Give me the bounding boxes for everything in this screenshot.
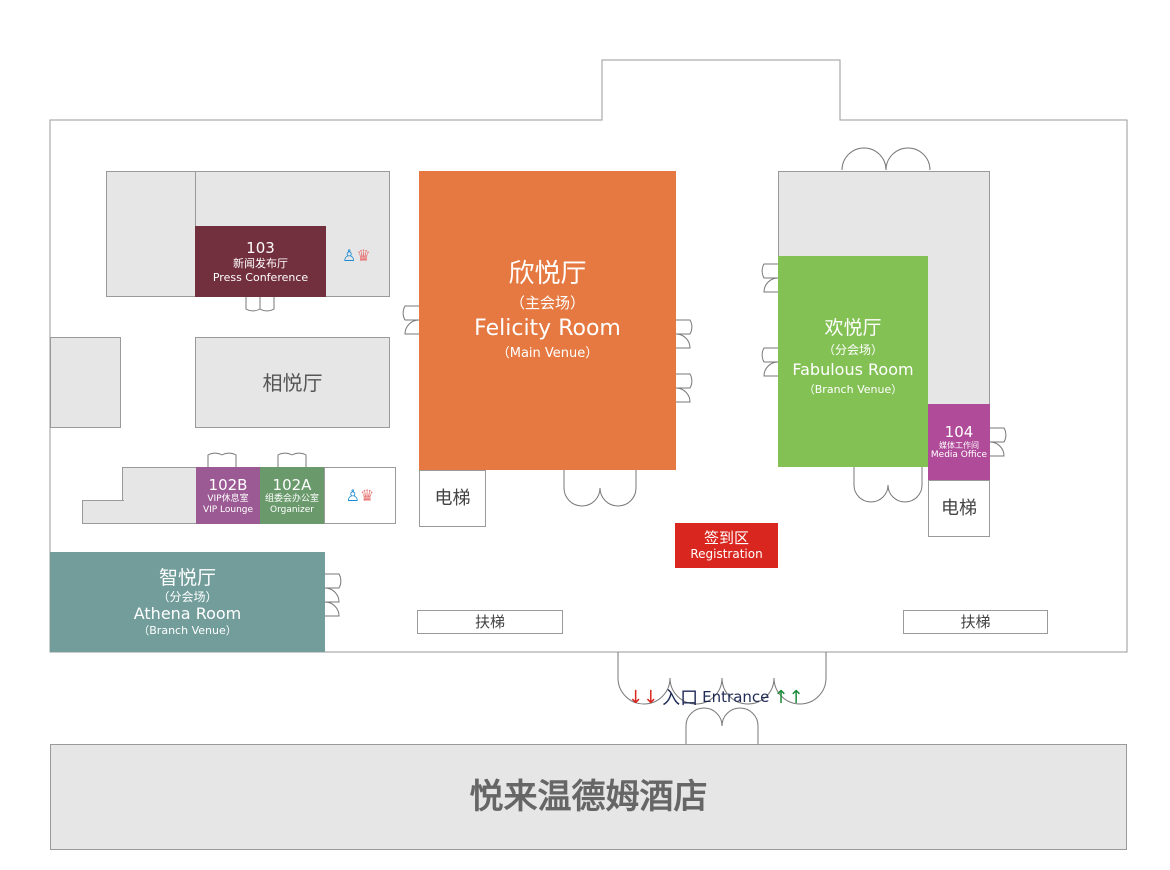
room-number: 102B [208,475,248,494]
room-cn: VIP休息室 [207,493,249,504]
room-sub: （主会场） [509,294,585,313]
room-sub: （分会场） [822,343,883,358]
elevator-right: 电梯 [928,480,990,537]
corridor-step [82,500,124,524]
room-cn: 新闻发布厅 [233,257,288,271]
entrance-en: Entrance [702,688,770,706]
room-cn: 媒体工作间 [939,440,979,450]
side-room [50,337,121,428]
storage-room [106,171,196,297]
room-cn: 相悦厅 [262,370,323,395]
room-en-sub: （Branch Venue） [803,382,903,396]
room-102b[interactable]: 102B VIP休息室 VIP Lounge [196,467,260,524]
room-felicity[interactable]: 欣悦厅 （主会场） Felicity Room （Main Venue） [419,171,676,470]
elevator-left: 电梯 [419,470,486,527]
room-cn: 组委会办公室 [264,493,319,504]
room-en: Press Conference [212,270,309,284]
room-number: 104 [944,422,974,441]
room-cn: 签到区 [703,529,749,548]
escalator-left: 扶梯 [417,610,563,634]
hotel-building: 悦来温德姆酒店 [50,744,1127,850]
escalator-right: 扶梯 [903,610,1048,634]
escalator-label: 扶梯 [474,613,505,631]
room-sub: （分会场） [157,590,218,605]
room-103[interactable]: 103 新闻发布厅 Press Conference [195,226,326,297]
room-cn: 欣悦厅 [508,258,587,289]
arrow-down-icon: ↓↓ [628,686,659,708]
room-en-sub: （Main Venue） [496,346,599,362]
entrance-cn: 入口 [662,688,699,709]
escalator-label: 扶梯 [960,613,991,631]
room-en-sub: （Branch Venue） [138,623,237,637]
room-en: VIP Lounge [202,504,254,515]
entrance[interactable]: ↓↓ 入口 Entrance ↑↑ [628,683,828,711]
room-cn: 欢悦厅 [824,317,882,340]
registration-area[interactable]: 签到区 Registration [675,523,778,568]
hotel-name: 悦来温德姆酒店 [469,776,708,817]
room-en: Athena Room [133,604,242,624]
room-number: 102A [272,475,312,494]
room-fabulous[interactable]: 欢悦厅 （分会场） Fabulous Room （Branch Venue） [778,256,928,467]
restroom-icon: ♙♛ [324,467,396,524]
door-icons [207,147,1007,744]
room-104[interactable]: 104 媒体工作间 Media Office [928,404,990,480]
room-en: Registration [690,547,763,562]
room-en: Media Office [930,450,988,461]
room-cn: 智悦厅 [158,567,216,590]
room-102a[interactable]: 102A 组委会办公室 Organizer [260,467,324,524]
room-en: Felicity Room [474,316,621,342]
elevator-label: 电梯 [434,487,471,509]
room-en: Fabulous Room [792,360,914,380]
room-number: 103 [246,239,275,258]
arrow-up-icon: ↑↑ [773,686,804,708]
room-athena[interactable]: 智悦厅 （分会场） Athena Room （Branch Venue） [50,552,325,652]
corridor-block [122,467,202,524]
elevator-label: 电梯 [941,497,977,519]
room-en: Organizer [269,504,315,515]
room-xiangyue[interactable]: 相悦厅 [195,337,390,428]
restroom-icon: ♙♛ [342,246,371,265]
